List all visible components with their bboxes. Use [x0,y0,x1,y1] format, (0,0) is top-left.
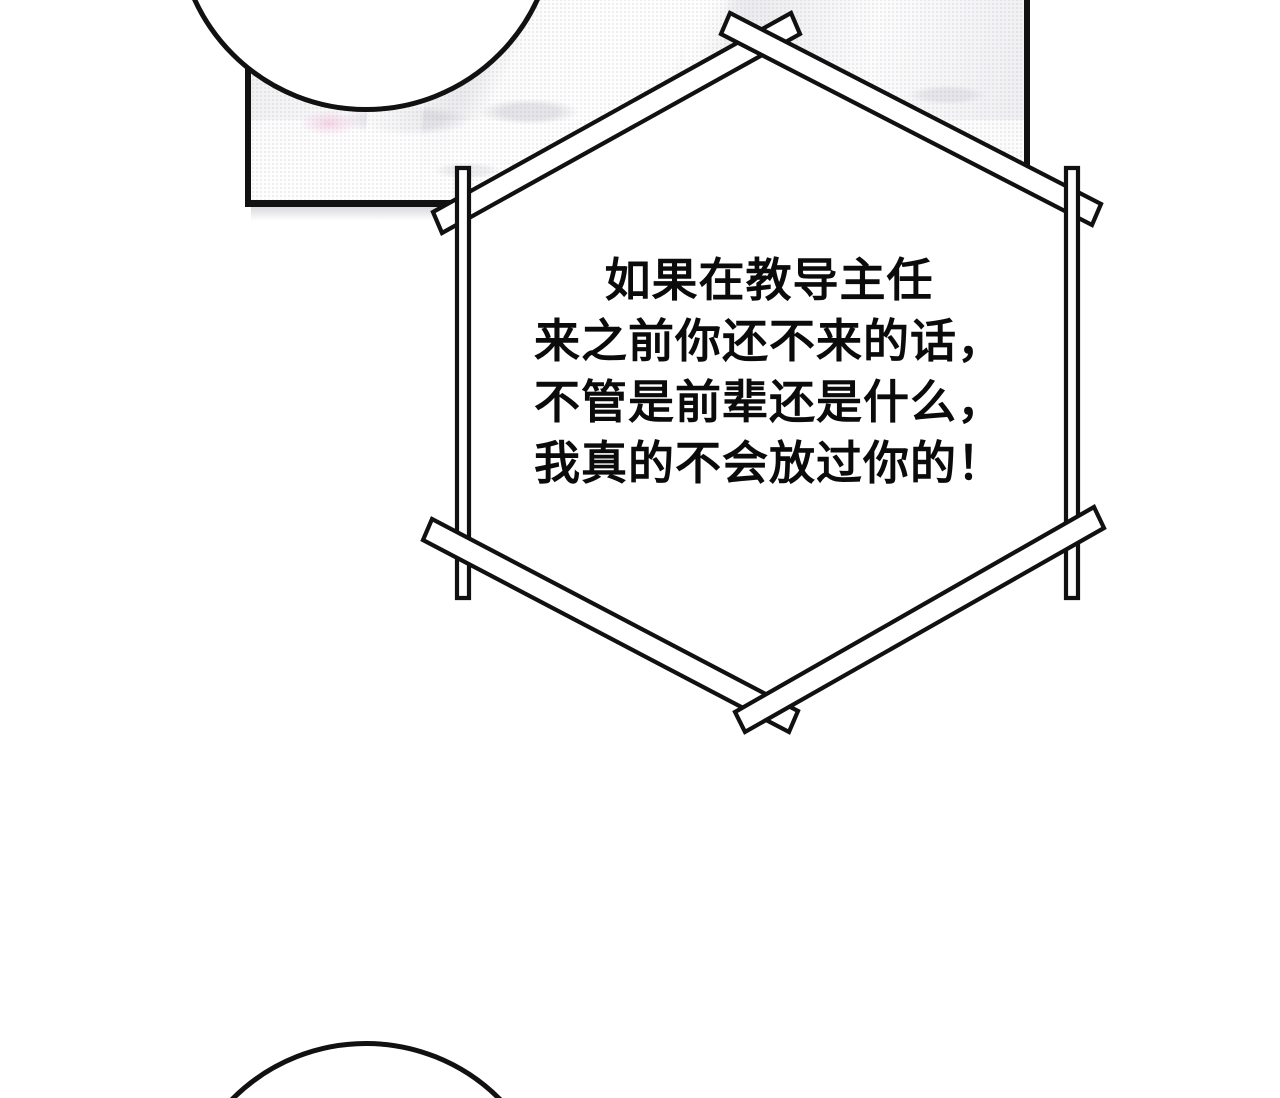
panel-pink-accent [299,110,359,136]
bubble-edge-left [454,165,472,601]
panel-drop-shadow [251,207,1024,221]
bubble-edge-bottom-left [420,516,801,735]
bottom-circle-panel [175,1041,557,1098]
bubble-edge-right [1063,165,1081,601]
speech-bubble-text: 如果在教导主任 来之前你还不来的话， 不管是前辈还是什么， 我真的不会放过你的！ [534,254,1004,489]
bubble-edge-bottom-right [732,504,1107,735]
